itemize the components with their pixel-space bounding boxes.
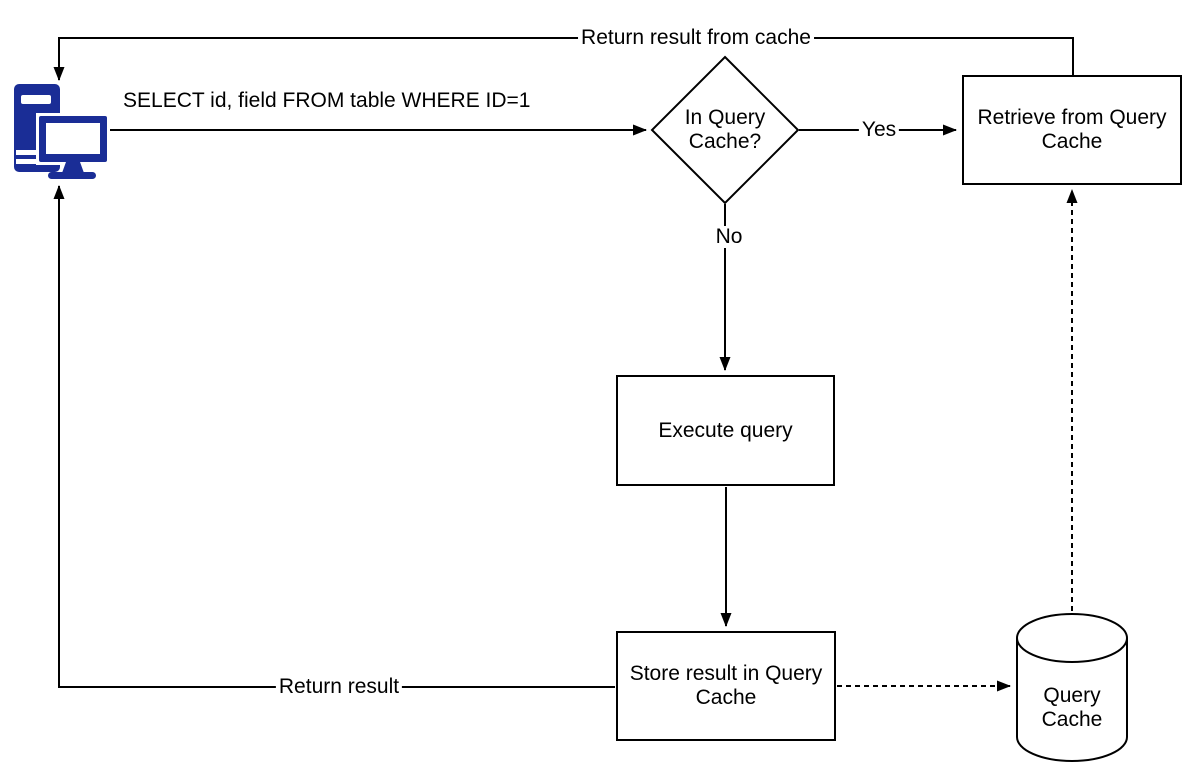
- database-cylinder-body: [1016, 638, 1128, 762]
- decision-diamond-shape: [650, 55, 800, 205]
- computer-tower-vent-2: [16, 159, 40, 164]
- edge-label-return-result-from-cache: Return result from cache: [578, 27, 814, 49]
- node-label-query-cache-db: Query Cache: [1041, 684, 1103, 731]
- edge-return-result-line: [53, 185, 615, 688]
- database-cylinder-top: [1016, 613, 1128, 663]
- edge-label-yes: Yes: [858, 119, 900, 141]
- edge-label-no: No: [712, 226, 746, 248]
- computer-monitor-stand: [62, 162, 84, 173]
- computer-tower-slot: [21, 95, 51, 104]
- client-computer-icon: [14, 84, 110, 179]
- edge-label-return-result: Return result: [275, 676, 403, 698]
- computer-monitor-base: [48, 172, 96, 179]
- node-label-execute: Execute query: [658, 418, 793, 442]
- computer-tower-vent-1: [16, 150, 40, 155]
- edge-label-select-query: SELECT id, field FROM table WHERE ID=1: [120, 90, 534, 112]
- node-execute-query: Execute query: [616, 375, 835, 486]
- edge-return-from-cache-line: [53, 37, 1074, 81]
- node-label-store: Store result in Query Cache: [629, 662, 823, 709]
- node-retrieve-from-query-cache: Retrieve from Query Cache: [962, 75, 1182, 185]
- node-label-decision: In Query Cache?: [684, 106, 766, 153]
- node-store-result-in-query-cache: Store result in Query Cache: [616, 631, 836, 741]
- computer-monitor-screen: [46, 123, 100, 154]
- node-label-retrieve: Retrieve from Query Cache: [977, 106, 1167, 153]
